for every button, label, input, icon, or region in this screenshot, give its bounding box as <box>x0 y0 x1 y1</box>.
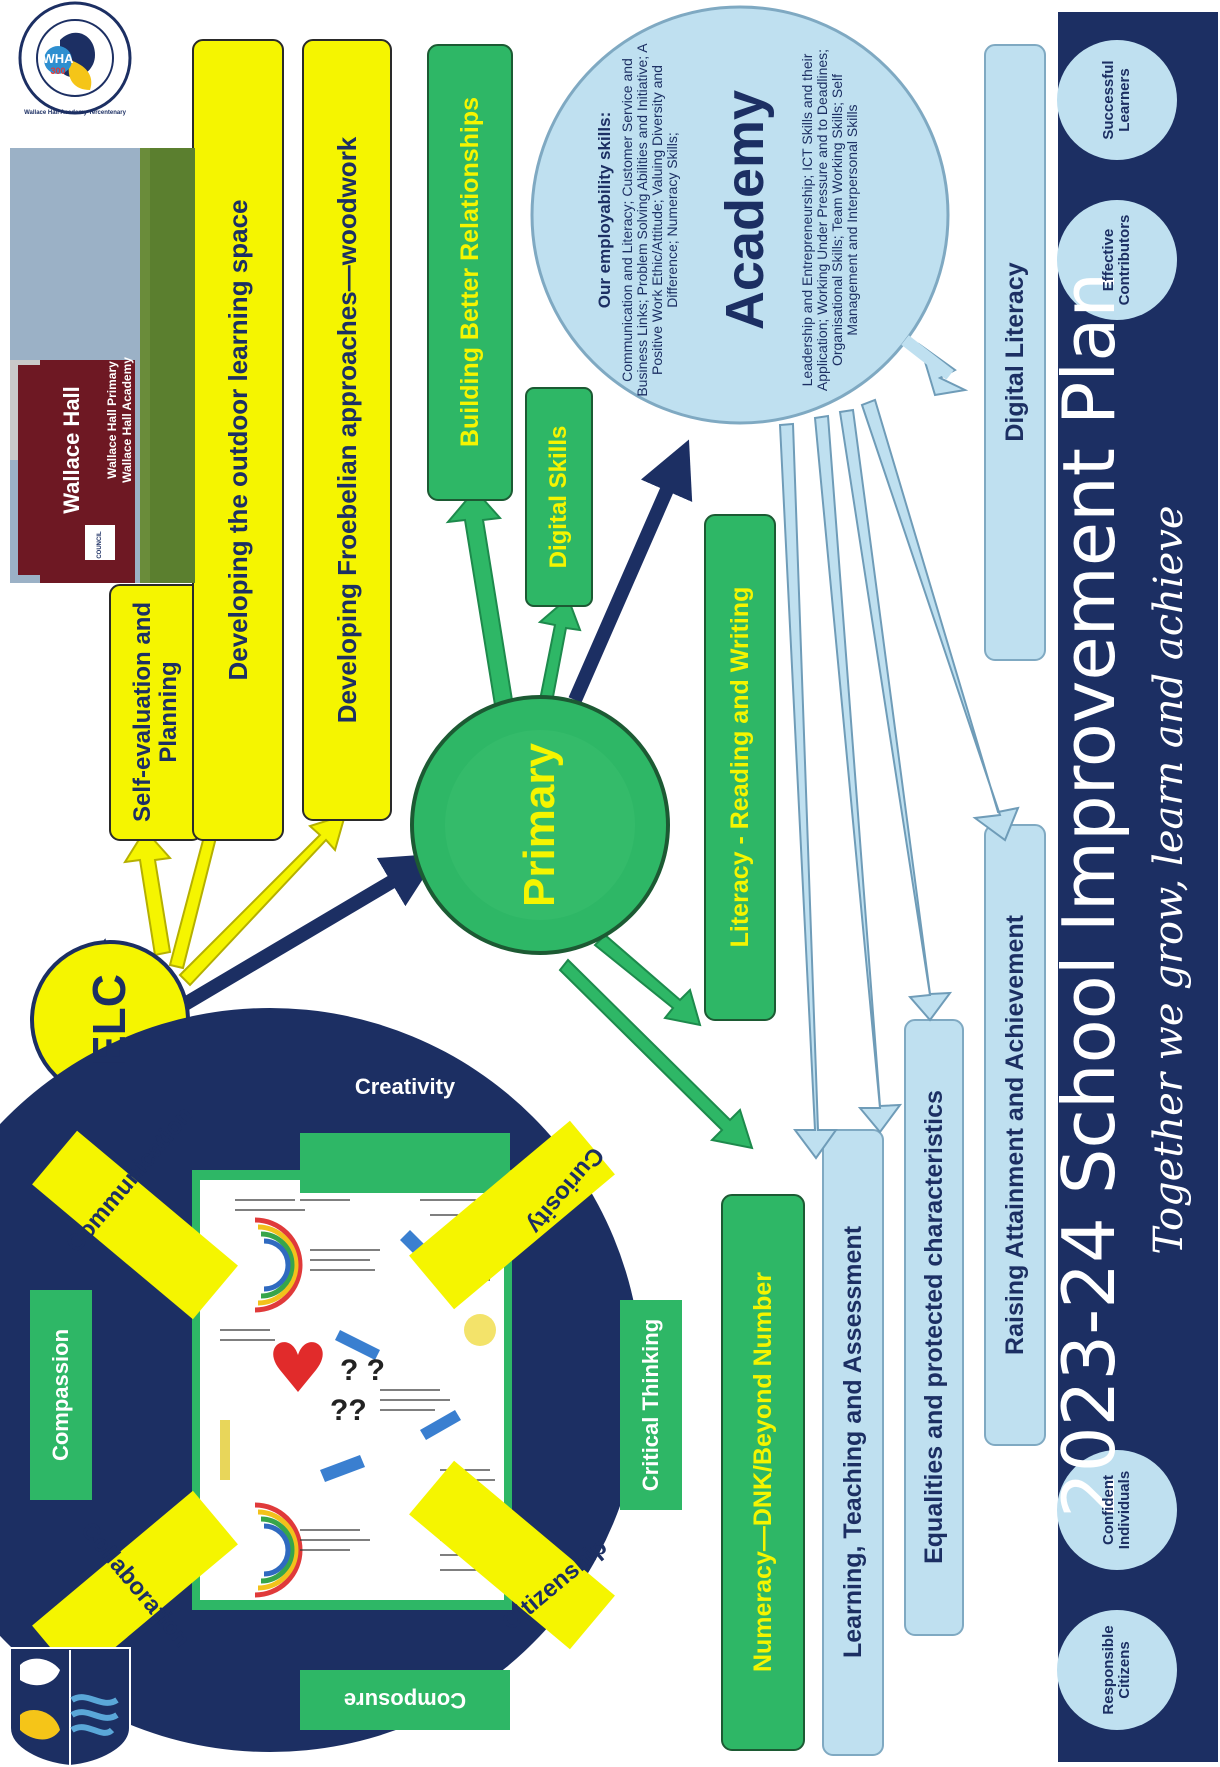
academy-arrows <box>778 335 1020 1160</box>
building-relationships-label: Building Better Relationships <box>455 96 484 448</box>
literacy-label: Literacy - Reading and Writing <box>725 586 754 948</box>
digital-literacy-label: Digital Literacy <box>1000 262 1029 442</box>
numeracy-label: Numeracy—DNK/Beyond Number <box>748 1271 777 1673</box>
value-creativity: Creativity <box>354 1074 456 1100</box>
box-building-relationships <box>427 44 513 501</box>
primary-label: Primary <box>515 743 565 907</box>
sign-council: COUNCIL <box>96 531 103 559</box>
value-critical-thinking: Critical Thinking <box>638 1318 664 1492</box>
raising-attainment-label: Raising Attainment and Achievement <box>1000 915 1029 1355</box>
value-tabs <box>30 1120 682 1730</box>
capacity-responsible: Responsible Citizens <box>1099 1625 1133 1715</box>
box-literacy <box>704 514 776 1021</box>
primary-hub <box>410 695 670 955</box>
value-compassion: Compassion <box>48 1328 74 1462</box>
primary-crest-watermark <box>445 730 635 920</box>
capacity-successful: Successful Learners <box>1099 60 1133 140</box>
equalities-label: Equalities and protected characteristics <box>919 1090 948 1564</box>
capacity-confident: Confident Individuals <box>1099 1470 1133 1550</box>
box-froebelian <box>302 39 392 821</box>
sign-title: Wallace Hall <box>59 386 85 514</box>
employability-skills-a: Communication and Literacy; Customer Ser… <box>618 43 681 397</box>
arrow-primary-to-academy <box>568 439 693 703</box>
elc-label: ELC <box>83 974 136 1066</box>
box-digital-literacy <box>984 44 1046 661</box>
box-raising-attainment <box>984 824 1046 1446</box>
academy-hub <box>530 5 950 425</box>
primary-arrows <box>445 488 754 1150</box>
capacity-circle-confident <box>1057 1450 1177 1570</box>
employability-skills-b: Leadership and Entrepreneurship; ICT Ski… <box>798 48 861 392</box>
academy-label: Academy <box>714 89 775 331</box>
sign-line2: Wallace Hall Academy <box>119 357 134 483</box>
arrow-elc-to-primary <box>171 853 440 1017</box>
froebelian-label: Developing Froebelian approaches—woodwor… <box>331 136 362 724</box>
tercentenary-logo <box>18 1 132 115</box>
box-numeracy <box>721 1194 805 1751</box>
tercentenary-wha: WHA <box>42 50 74 66</box>
school-crest <box>9 1647 131 1767</box>
sign-line1: Wallace Hall Primary <box>104 361 119 479</box>
tercentenary-300: 300 <box>50 66 66 77</box>
box-equalities <box>904 1019 964 1636</box>
svg-text:??: ?? <box>330 1394 367 1427</box>
capacity-effective: Effective Contributors <box>1099 214 1133 306</box>
box-learning-teaching <box>822 1129 884 1756</box>
capacity-circle-effective <box>1057 200 1177 320</box>
employability-heading: Our employability skills: <box>594 111 614 309</box>
digital-skills-label: Digital Skills <box>545 425 573 569</box>
value-composure: Composure <box>343 1687 467 1713</box>
self-evaluation-label: Self-evaluation and Planning <box>129 601 182 823</box>
capacity-circle-responsible <box>1057 1610 1177 1730</box>
box-digital-skills <box>525 387 593 607</box>
tercentenary-ring-text: Wallace Hall Academy Tercentenary <box>24 109 126 116</box>
banner-tagline: Together we grow, learn and achieve <box>1146 505 1193 1255</box>
svg-text:? ?: ? ? <box>340 1354 385 1387</box>
school-sign-photo <box>10 148 195 583</box>
learning-teaching-label: Learning, Teaching and Assessment <box>838 1225 867 1659</box>
outdoor-learning-label: Developing the outdoor learning space <box>222 199 253 681</box>
capacity-circle-successful <box>1057 40 1177 160</box>
banner-title: 2023-24 School Improvement Plan <box>1047 271 1132 1519</box>
